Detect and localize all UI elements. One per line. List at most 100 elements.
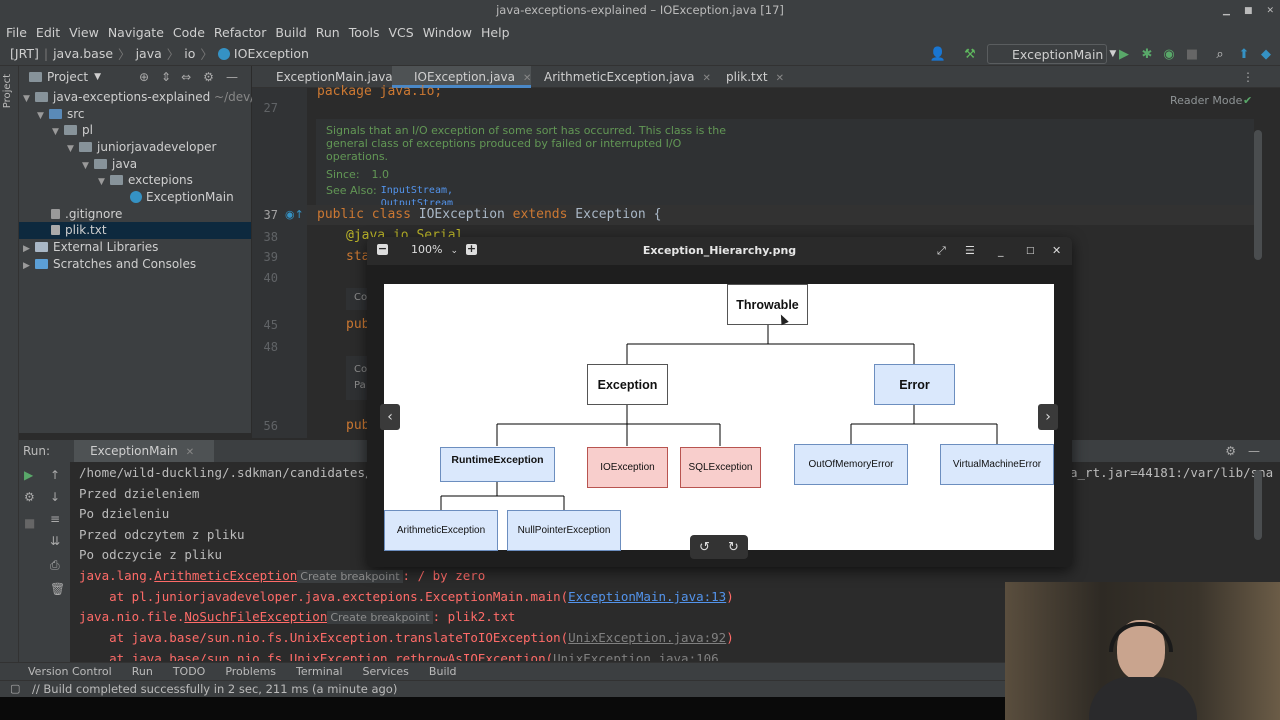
menu-edit[interactable]: Edit — [35, 24, 61, 40]
tree-item-plik[interactable]: plik.txt — [19, 222, 251, 239]
menu-build[interactable]: Build — [275, 24, 307, 40]
menu-file[interactable]: File — [6, 24, 27, 40]
scroll-end-icon[interactable]: ⇊ — [50, 534, 61, 548]
zoom-level-select[interactable]: 100%⌄ — [411, 243, 458, 256]
close-icon[interactable]: ✕ — [523, 73, 532, 84]
run-tab-exceptionmain[interactable]: ExceptionMain✕ — [74, 440, 215, 462]
rotate-right-icon[interactable]: ↻ — [728, 539, 739, 555]
tree-item-exceptionmain[interactable]: ExceptionMain — [130, 189, 234, 206]
breadcrumb-io[interactable]: io — [184, 46, 196, 61]
close-icon[interactable]: ✕ — [1052, 244, 1062, 257]
tree-item-pl[interactable]: ▼pl — [52, 123, 93, 137]
tab-plik[interactable]: plik.txt✕ — [704, 66, 784, 88]
tab-todo[interactable]: TODO — [172, 665, 206, 678]
soft-wrap-icon[interactable]: ≡ — [50, 512, 61, 526]
close-icon[interactable]: ✕ — [702, 73, 711, 84]
assistant-icon[interactable]: ◆ — [1261, 46, 1271, 62]
run-configuration-select[interactable]: ExceptionMain▼ — [987, 44, 1116, 64]
menu-icon[interactable]: ☰ — [965, 244, 975, 257]
tree-item-exctepions[interactable]: ▼exctepions — [98, 173, 193, 187]
hide-icon[interactable]: — — [1248, 444, 1260, 458]
tree-item-java[interactable]: ▼java — [82, 157, 138, 171]
target-icon[interactable]: ⊕ — [138, 70, 150, 84]
breadcrumb-jrt[interactable]: [JRT] — [10, 46, 39, 61]
minimize-icon[interactable]: ▁ — [1223, 6, 1230, 16]
tab-services[interactable]: Services — [362, 665, 409, 678]
breadcrumb-java-base[interactable]: java.base — [53, 46, 114, 61]
fullscreen-icon[interactable]: ⤢ — [937, 244, 946, 257]
tab-ioexception[interactable]: IOException.java✕ — [392, 66, 532, 88]
create-breakpoint-hint[interactable]: Create breakpoint — [327, 611, 433, 624]
down-arrow-icon[interactable]: ↓ — [50, 490, 61, 504]
tab-run[interactable]: Run — [131, 665, 153, 678]
breadcrumb-java[interactable]: java — [135, 46, 162, 61]
see-also-link[interactable]: OutputStream — [380, 198, 454, 209]
run-icon[interactable]: ▶ — [1119, 46, 1129, 62]
trash-icon[interactable]: 🗑 — [50, 582, 66, 596]
project-panel-title[interactable]: Project — [47, 70, 89, 84]
collapse-all-icon[interactable]: ⇔ — [181, 70, 192, 84]
chevron-down-icon[interactable]: ▼ — [94, 72, 101, 82]
hammer-icon[interactable]: ⚒ — [964, 46, 976, 62]
close-icon[interactable]: ✕ — [775, 73, 784, 84]
see-also-link[interactable]: InputStream, — [380, 185, 454, 196]
menu-vcs[interactable]: VCS — [388, 24, 414, 40]
exception-link[interactable]: ArithmeticException — [154, 568, 298, 583]
menu-run[interactable]: Run — [315, 24, 340, 40]
editor-scrollbar[interactable] — [1254, 130, 1262, 260]
debug-icon[interactable]: ✱ — [1141, 46, 1153, 62]
menu-help[interactable]: Help — [481, 24, 510, 40]
next-image-button[interactable]: › — [1038, 404, 1058, 430]
tab-problems[interactable]: Problems — [225, 665, 277, 678]
menu-refactor[interactable]: Refactor — [213, 24, 267, 40]
tree-item-src[interactable]: ▼src — [37, 107, 85, 121]
source-link[interactable]: UnixException.java:92 — [568, 630, 727, 645]
minimize-icon[interactable]: _ — [998, 244, 1004, 257]
expand-all-icon[interactable]: ⇕ — [161, 70, 172, 84]
up-arrow-icon[interactable]: ↑ — [50, 468, 61, 482]
tree-item-gitignore[interactable]: .gitignore — [51, 206, 122, 223]
gear-icon[interactable]: ⚙ — [203, 70, 214, 84]
breadcrumb-ioexception[interactable]: IOException — [233, 46, 309, 61]
print-icon[interactable]: ⎙ — [50, 558, 60, 572]
menu-window[interactable]: Window — [422, 24, 473, 40]
tab-arithmeticexception[interactable]: ArithmeticException.java✕ — [522, 66, 711, 88]
previous-image-button[interactable]: ‹ — [380, 404, 400, 430]
menu-navigate[interactable]: Navigate — [107, 24, 164, 40]
create-breakpoint-hint[interactable]: Create breakpoint — [297, 570, 403, 583]
maximize-icon[interactable]: □ — [1026, 246, 1035, 256]
menu-view[interactable]: View — [69, 24, 99, 40]
hide-icon[interactable]: — — [225, 70, 238, 84]
tree-item-scratches[interactable]: ▶Scratches and Consoles — [23, 257, 197, 271]
layout-icon[interactable]: ▢ — [10, 682, 21, 695]
menu-code[interactable]: Code — [172, 24, 205, 40]
console-scrollbar[interactable] — [1254, 470, 1262, 540]
coverage-icon[interactable]: ◉ — [1163, 46, 1175, 62]
user-icon[interactable]: 👤 — [929, 46, 947, 62]
tree-item-root[interactable]: ▼java-exceptions-explained ~/dev/junio — [23, 90, 284, 104]
tree-item-external-libraries[interactable]: ▶External Libraries — [23, 240, 159, 254]
exception-link[interactable]: NoSuchFileException — [184, 609, 328, 624]
close-icon[interactable]: ✕ — [1266, 6, 1274, 16]
tab-build[interactable]: Build — [428, 665, 457, 678]
project-strip-label[interactable]: Project — [2, 74, 13, 109]
menu-tools[interactable]: Tools — [348, 24, 380, 40]
maximize-icon[interactable]: ■ — [1243, 6, 1253, 16]
update-icon[interactable]: ⬆ — [1238, 46, 1250, 62]
zoom-in-icon[interactable]: + — [466, 242, 477, 255]
rerun-icon[interactable]: ▶ — [24, 468, 34, 482]
source-link[interactable]: UnixException.java:106 — [553, 651, 719, 661]
stop-icon[interactable]: ■ — [24, 516, 36, 530]
zoom-out-icon[interactable]: − — [377, 242, 388, 255]
tab-terminal[interactable]: Terminal — [296, 665, 343, 678]
override-icon[interactable]: ◉↑ — [285, 208, 304, 221]
gear-icon[interactable]: ⚙ — [1225, 444, 1236, 458]
more-icon[interactable]: ⋮ — [1242, 70, 1254, 84]
search-icon[interactable]: ⌕ — [1216, 46, 1224, 62]
stop-icon[interactable]: ■ — [1185, 46, 1199, 62]
wrench-icon[interactable]: ⚙ — [24, 490, 35, 504]
rotate-left-icon[interactable]: ↺ — [699, 539, 710, 555]
tab-version-control[interactable]: Version Control — [28, 665, 112, 678]
reader-mode-button[interactable]: Reader Mode — [1170, 94, 1243, 107]
source-link[interactable]: ExceptionMain.java:13 — [568, 589, 727, 604]
